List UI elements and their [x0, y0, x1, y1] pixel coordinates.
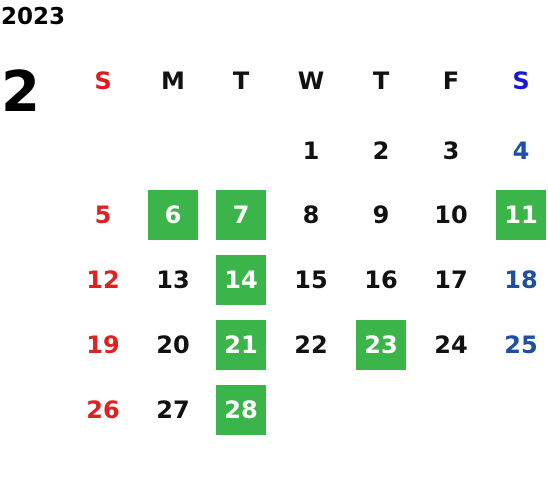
- day-cell-13[interactable]: 13: [156, 266, 190, 294]
- day-cell-19[interactable]: 19: [86, 331, 120, 359]
- day-cell-25[interactable]: 25: [504, 331, 538, 359]
- weekday-header-1: M: [161, 67, 185, 95]
- day-cell-2[interactable]: 2: [372, 137, 390, 165]
- day-cell-26[interactable]: 26: [86, 396, 120, 424]
- day-cell-24[interactable]: 24: [434, 331, 468, 359]
- day-cell-20[interactable]: 20: [156, 331, 190, 359]
- day-cell-18[interactable]: 18: [504, 266, 538, 294]
- day-cell-10[interactable]: 10: [434, 201, 468, 229]
- day-cell-9[interactable]: 9: [372, 201, 390, 229]
- month-label: 2: [1, 60, 40, 125]
- weekday-header-2: T: [232, 67, 250, 95]
- day-cell-11[interactable]: 11: [496, 190, 546, 240]
- day-cell-17[interactable]: 17: [434, 266, 468, 294]
- day-cell-12[interactable]: 12: [86, 266, 120, 294]
- weekday-header-6: S: [512, 67, 530, 95]
- weekday-header-5: F: [442, 67, 460, 95]
- day-cell-1[interactable]: 1: [302, 137, 320, 165]
- weekday-header-3: W: [297, 67, 325, 95]
- day-cell-16[interactable]: 16: [364, 266, 398, 294]
- year-label: 2023: [1, 4, 66, 30]
- day-cell-28[interactable]: 28: [216, 385, 266, 435]
- day-cell-22[interactable]: 22: [294, 331, 328, 359]
- day-cell-3[interactable]: 3: [442, 137, 460, 165]
- weekday-header-4: T: [372, 67, 390, 95]
- weekday-header-0: S: [94, 67, 112, 95]
- day-cell-23[interactable]: 23: [356, 320, 406, 370]
- day-cell-7[interactable]: 7: [216, 190, 266, 240]
- day-cell-27[interactable]: 27: [156, 396, 190, 424]
- day-cell-6[interactable]: 6: [148, 190, 198, 240]
- day-cell-21[interactable]: 21: [216, 320, 266, 370]
- day-cell-4[interactable]: 4: [512, 137, 530, 165]
- day-cell-5[interactable]: 5: [94, 201, 112, 229]
- day-cell-14[interactable]: 14: [216, 255, 266, 305]
- day-cell-15[interactable]: 15: [294, 266, 328, 294]
- day-cell-8[interactable]: 8: [302, 201, 320, 229]
